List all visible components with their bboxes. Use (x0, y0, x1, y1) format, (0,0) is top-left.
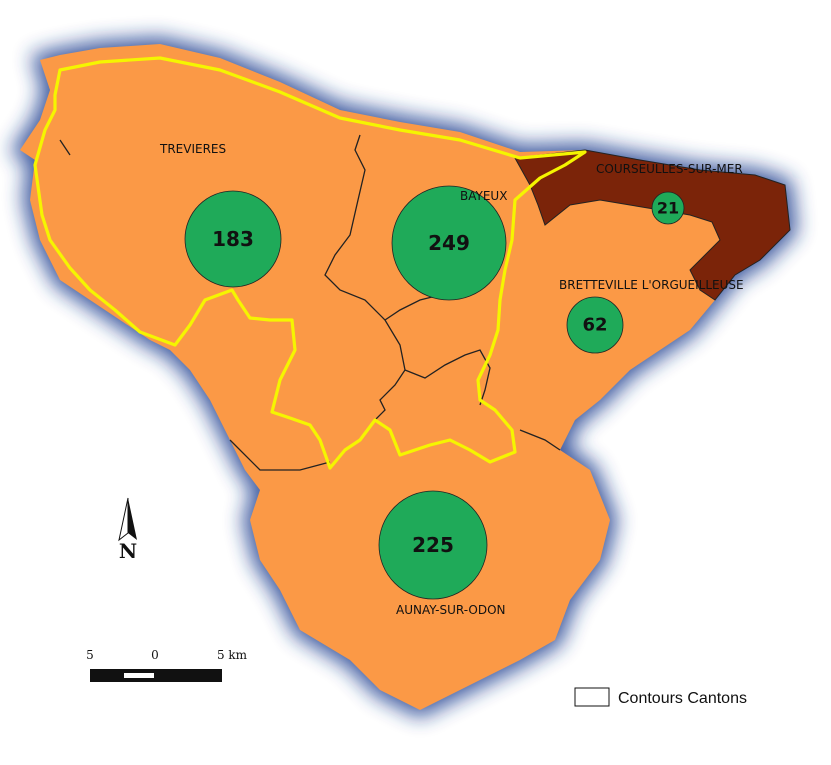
scale-left-label: 5 (86, 648, 94, 662)
bubble-bayeux: 249 (391, 185, 507, 301)
label-trevieres: TREVIERES (159, 142, 226, 156)
bubble-aunay: 225 (378, 490, 488, 600)
bubble-value-bretteville: 62 (582, 315, 607, 336)
legend-swatch (574, 687, 610, 707)
north-label: N (119, 539, 137, 563)
bubble-value-courseulles: 21 (657, 199, 679, 218)
scale-bar: 5 0 5 km (86, 648, 248, 682)
label-aunay: AUNAY-SUR-ODON (396, 603, 506, 617)
scale-right-label: 5 km (217, 648, 248, 662)
label-courseulles: COURSEULLES-SUR-MER (596, 162, 743, 176)
bubble-courseulles: 21 (651, 191, 685, 225)
scale-mid-label: 0 (151, 648, 159, 662)
bubble-bretteville: 62 (566, 296, 624, 354)
bubble-value-bayeux: 249 (428, 231, 470, 255)
highlighted-canton (514, 149, 791, 301)
legend: Contours Cantons (574, 687, 747, 707)
north-arrow-icon (118, 497, 137, 542)
bubble-value-aunay: 225 (412, 533, 454, 557)
bubble-trevieres: 183 (184, 190, 282, 288)
legend-label: Contours Cantons (618, 690, 747, 707)
label-bretteville: BRETTEVILLE L'ORGUEILLEUSE (559, 278, 744, 292)
yellow-boundary (33, 56, 587, 470)
bubble-value-trevieres: 183 (212, 227, 254, 251)
north-arrow: N (90, 482, 168, 600)
label-bayeux: BAYEUX (460, 189, 507, 203)
